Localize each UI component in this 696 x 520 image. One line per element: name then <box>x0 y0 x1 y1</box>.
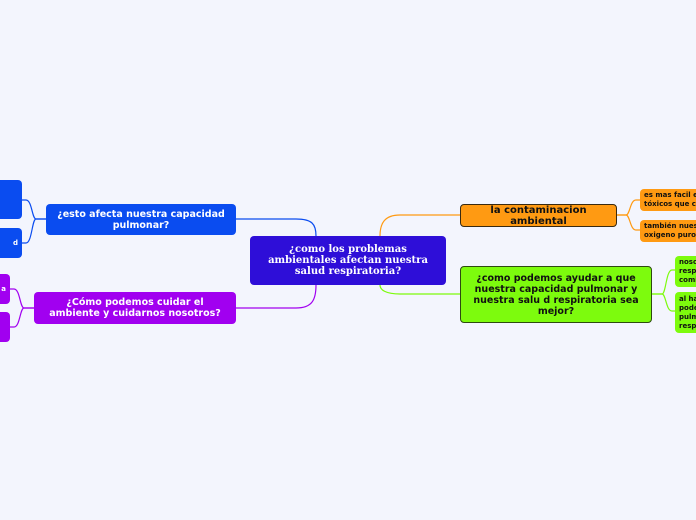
topic-ayudar-capacidad-text: ¿como podemos ayudar a que nuestra capac… <box>473 272 639 317</box>
subtopic-ayudar-1-line-2: resp <box>679 267 696 275</box>
subtopic-ayudar-2-line-1: al ha <box>679 294 696 303</box>
link-green-child-1 <box>652 269 675 295</box>
central-topic-text: ¿como los problemas ambientales afectan … <box>268 244 428 277</box>
link-central-contaminacion <box>379 214 460 237</box>
subtopic-contaminacion-2-text: también nues oxigeno puro <box>644 222 696 240</box>
subtopic-ayudar-1-text: noso resp comi <box>679 258 696 285</box>
subtopic-ayudar-1-line-1: noso <box>679 258 696 266</box>
topic-afecta-capacidad[interactable]: ¿esto afecta nuestra capacidad pulmonar? <box>46 204 236 235</box>
subtopic-contaminacion-1-line-1: es mas facil e <box>644 191 696 199</box>
subtopic-contaminacion-1-line-2: tóxicos que c <box>644 200 696 208</box>
topic-afecta-capacidad-text: ¿esto afecta nuestra capacidad pulmonar? <box>57 208 225 231</box>
subtopic-contaminacion-2-line-1: también nues <box>644 222 696 230</box>
subtopic-cuidar-1[interactable]: a <box>0 274 10 304</box>
subtopic-ayudar-2-line-3: pulm <box>679 312 696 321</box>
subtopic-contaminacion-1[interactable]: es mas facil e tóxicos que c <box>640 189 696 211</box>
subtopic-cuidar-1-text: a <box>1 285 6 293</box>
link-orange-child-2 <box>617 214 640 231</box>
subtopic-contaminacion-1-text: es mas facil e tóxicos que c <box>644 191 696 209</box>
link-purple-child-1 <box>10 288 34 309</box>
subtopic-afecta-1[interactable] <box>0 180 22 219</box>
link-central-ayudar <box>379 284 460 295</box>
topic-contaminacion-ambiental-text: la contaminacion ambiental <box>490 204 587 227</box>
subtopic-contaminacion-2[interactable]: también nues oxigeno puro <box>640 220 696 242</box>
subtopic-afecta-2[interactable]: d <box>0 228 22 258</box>
subtopic-ayudar-2-line-2: pode <box>679 303 696 312</box>
link-blue-child-2 <box>22 218 46 244</box>
subtopic-cuidar-2[interactable] <box>0 312 10 342</box>
subtopic-ayudar-2[interactable]: al ha pode pulm resp <box>675 292 696 333</box>
link-central-cuidar <box>236 284 317 309</box>
link-green-child-2 <box>652 293 675 312</box>
link-orange-child-1 <box>617 199 640 216</box>
link-purple-child-2 <box>10 307 34 328</box>
topic-contaminacion-ambiental[interactable]: la contaminacion ambiental <box>460 204 617 227</box>
subtopic-contaminacion-2-line-2: oxigeno puro <box>644 231 696 239</box>
topic-cuidar-ambiente[interactable]: ¿Cómo podemos cuidar el ambiente y cuida… <box>34 292 236 324</box>
subtopic-ayudar-2-line-4: resp <box>679 321 696 330</box>
subtopic-ayudar-1[interactable]: noso resp comi <box>675 256 696 287</box>
link-central-afecta <box>236 218 317 237</box>
subtopic-ayudar-2-text: al ha pode pulm resp <box>679 295 696 331</box>
topic-ayudar-capacidad[interactable]: ¿como podemos ayudar a que nuestra capac… <box>460 266 652 323</box>
topic-cuidar-ambiente-text: ¿Cómo podemos cuidar el ambiente y cuida… <box>49 297 221 319</box>
central-topic[interactable]: ¿como los problemas ambientales afectan … <box>250 236 446 285</box>
subtopic-afecta-2-text: d <box>12 239 18 247</box>
link-blue-child-1 <box>22 199 46 220</box>
subtopic-ayudar-1-line-3: comi <box>679 276 696 284</box>
